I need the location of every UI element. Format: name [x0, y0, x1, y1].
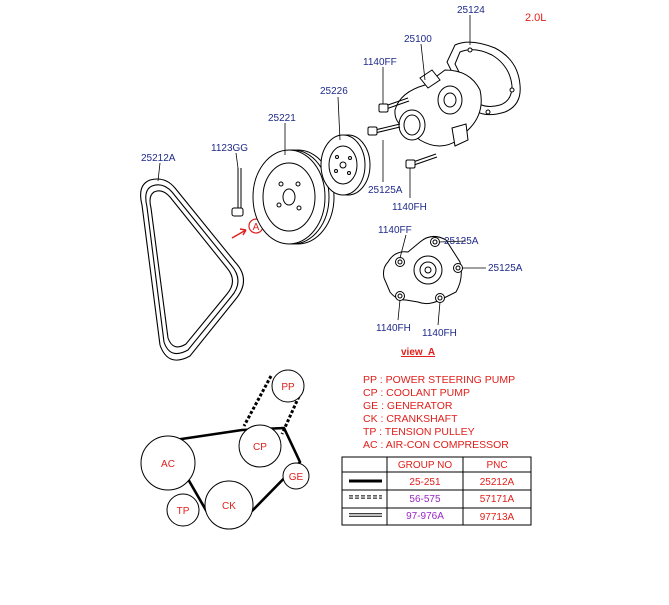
- table-row3-group: 97-976A: [406, 511, 444, 522]
- pn-view-1140ff: 1140FF: [378, 225, 412, 236]
- view-a-leaders: [397, 234, 486, 326]
- legend-ac: AC : AIR-CON COMPRESSOR: [363, 439, 509, 451]
- pn-view-1140fh-left: 1140FH: [376, 323, 411, 334]
- pulley-pp: PP: [281, 382, 295, 393]
- legend-tp: TP : TENSION PULLEY: [363, 426, 475, 438]
- pulley-ck: CK: [222, 501, 236, 512]
- table-row2-group: 56-575: [409, 494, 441, 505]
- view-a-label: view A: [401, 347, 435, 358]
- pn-25124: 25124: [457, 5, 485, 16]
- pn-25125a-main: 25125A: [368, 185, 403, 196]
- table-row1-pnc: 25212A: [480, 477, 515, 488]
- view-a-marker: A: [253, 222, 260, 233]
- pn-view-1140fh-right: 1140FH: [422, 328, 457, 339]
- pn-25221: 25221: [268, 113, 296, 124]
- pn-25226: 25226: [320, 86, 348, 97]
- group-table: GROUP NO PNC 25-251 25212A 56-575 57171A…: [341, 456, 532, 526]
- pn-1123gg: 1123GG: [211, 143, 248, 154]
- pn-view-25125a-2: 25125A: [488, 263, 523, 274]
- bolt-1123gg: [231, 168, 244, 217]
- pulley-ac: AC: [161, 459, 175, 470]
- leader-lines: [157, 15, 471, 198]
- table-row1-group: 25-251: [409, 477, 441, 488]
- table-row3-pnc: 97713A: [480, 512, 515, 523]
- legend-pp: PP : POWER STEERING PUMP: [363, 374, 515, 386]
- view-a-drawing: [383, 236, 463, 305]
- table-header-group: GROUP NO: [398, 460, 452, 471]
- table-header-pnc: PNC: [486, 460, 507, 471]
- legend: PP : POWER STEERING PUMP CP : COOLANT PU…: [363, 374, 515, 451]
- pn-25212a: 25212A: [141, 153, 176, 164]
- pn-view-25125a-1: 25125A: [444, 236, 479, 247]
- pn-25100: 25100: [404, 34, 432, 45]
- bolt-1140ff: [378, 97, 410, 113]
- engine-label: 2.0L: [525, 12, 546, 24]
- pulley-circles: [140, 369, 310, 530]
- legend-ge: GE : GENERATOR: [363, 400, 453, 412]
- legend-cp: CP : COOLANT PUMP: [363, 387, 470, 399]
- water-pump-assembly: [394, 41, 521, 147]
- crank-pulley-25221: [252, 149, 335, 245]
- pulley-tp: TP: [177, 506, 190, 517]
- water-pump-pulley-25226: [320, 134, 371, 196]
- bolt-1140fh: [405, 153, 438, 169]
- pulley-ge: GE: [289, 472, 304, 483]
- pulley-cp: CP: [253, 442, 267, 453]
- legend-ck: CK : CRANKSHAFT: [363, 413, 458, 425]
- pn-1140ff-top: 1140FF: [363, 57, 397, 68]
- table-row2-pnc: 57171A: [480, 494, 515, 505]
- drive-belt: [140, 178, 245, 361]
- pn-1140fh-main: 1140FH: [392, 202, 427, 213]
- bolt-25125a: [367, 123, 401, 136]
